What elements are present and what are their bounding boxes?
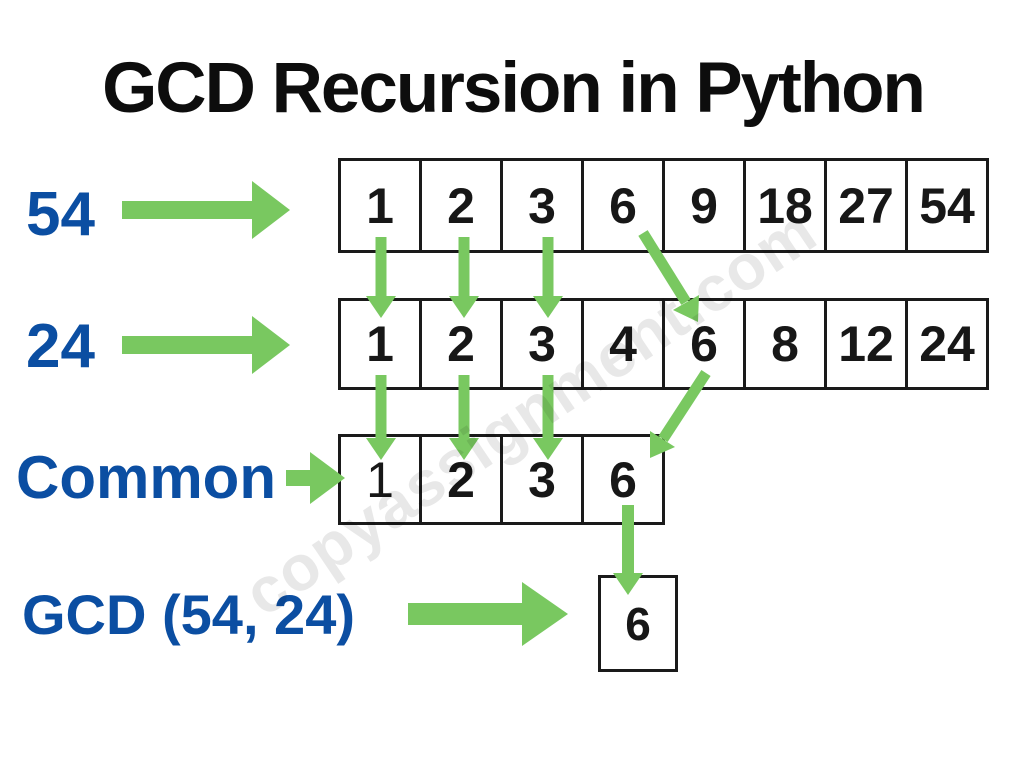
divisor-cell: 9 <box>662 158 746 253</box>
arrow-24-to-row-icon <box>122 316 290 374</box>
divisor-cell: 6 <box>598 575 678 672</box>
divisor-cell: 24 <box>905 298 989 390</box>
divisor-cell: 8 <box>743 298 827 390</box>
divisor-cell: 1 <box>338 434 422 525</box>
label-gcd: GCD (54, 24) <box>22 583 355 646</box>
divisor-cell: 2 <box>419 434 503 525</box>
label-24: 24 <box>26 312 95 381</box>
divisor-cell: 18 <box>743 158 827 253</box>
divisor-cell: 6 <box>581 434 665 525</box>
label-common: Common <box>16 444 276 511</box>
arrow-gcd-to-box-icon <box>408 582 568 646</box>
divisor-cell: 2 <box>419 158 503 253</box>
divisor-cell: 3 <box>500 434 584 525</box>
divisor-cell: 6 <box>662 298 746 390</box>
arrow-common-to-row-icon <box>286 452 345 504</box>
divisor-cell: 4 <box>581 298 665 390</box>
label-54: 54 <box>26 180 95 249</box>
divisor-cell: 27 <box>824 158 908 253</box>
divisor-cell: 6 <box>581 158 665 253</box>
divisor-cell: 3 <box>500 158 584 253</box>
arrow-54-to-row-icon <box>122 181 290 239</box>
gcd-result-box: 6 <box>598 575 678 672</box>
divisor-cell: 2 <box>419 298 503 390</box>
page-title: GCD Recursion in Python <box>102 48 926 128</box>
divisor-cell: 1 <box>338 298 422 390</box>
divisor-cell: 3 <box>500 298 584 390</box>
divisor-cell: 54 <box>905 158 989 253</box>
divisor-cell: 12 <box>824 298 908 390</box>
divisor-cell: 1 <box>338 158 422 253</box>
